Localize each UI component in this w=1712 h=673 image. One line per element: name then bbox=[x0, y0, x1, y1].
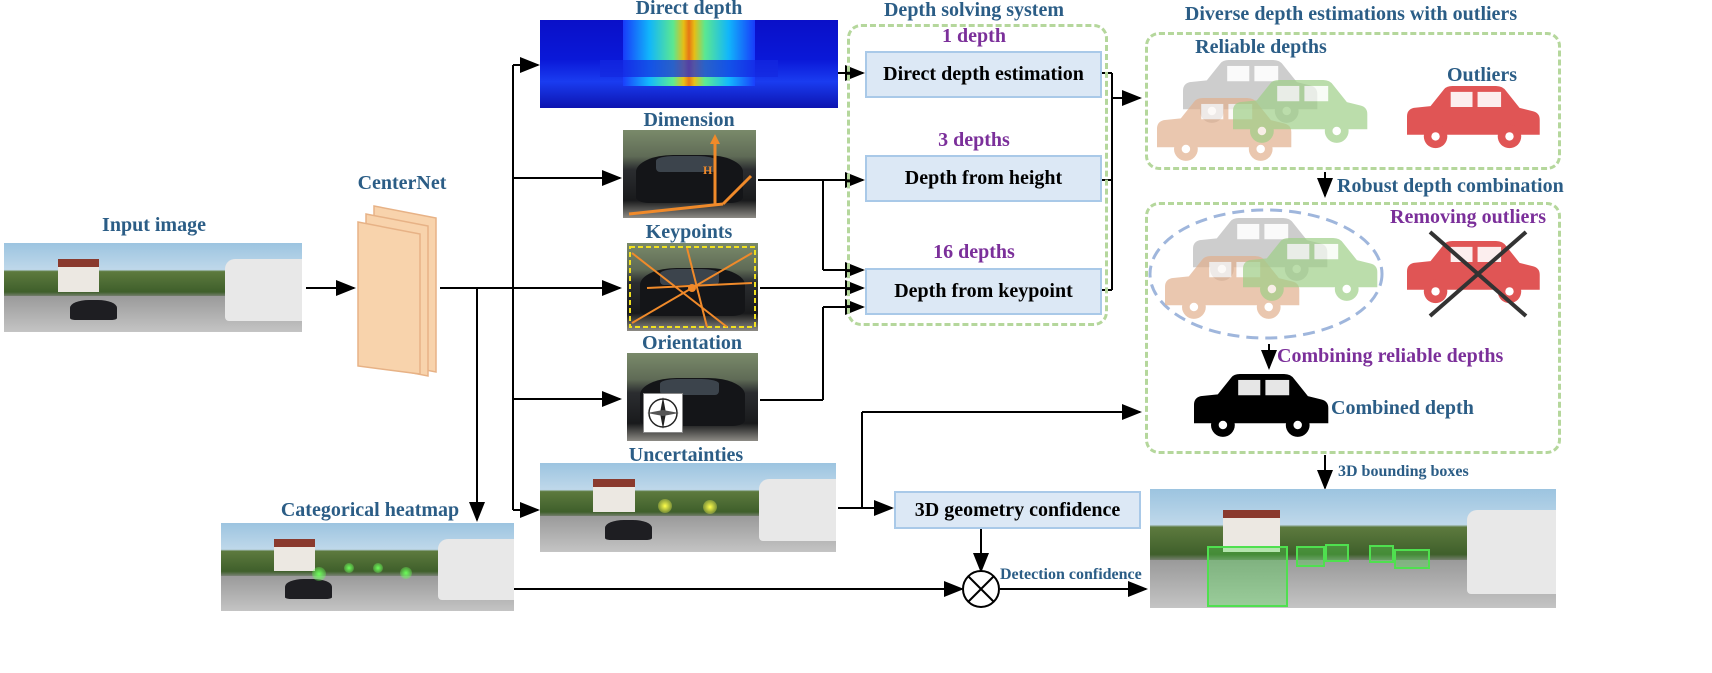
depth-solving-container bbox=[847, 24, 1108, 326]
direct-depth-estimation-label: Direct depth estimation bbox=[883, 63, 1084, 85]
depth-from-keypoint-box: Depth from keypoint bbox=[865, 268, 1102, 315]
robust-depth-combination-label: Robust depth combination bbox=[1337, 175, 1564, 197]
one-depth-label: 1 depth bbox=[942, 25, 1006, 47]
input-image-label: Input image bbox=[102, 214, 206, 236]
bbox-3d-small bbox=[1369, 544, 1394, 564]
orientation-image bbox=[627, 353, 758, 441]
centernet-label: CenterNet bbox=[357, 172, 447, 194]
sixteen-depths-label: 16 depths bbox=[933, 241, 1015, 263]
dimension-h-label: H bbox=[703, 163, 713, 177]
combining-reliable-depths-label: Combining reliable depths bbox=[1277, 345, 1504, 367]
depth-solving-system-label: Depth solving system bbox=[883, 0, 1065, 21]
bbox-3d-small bbox=[1296, 546, 1325, 567]
keypoints-image bbox=[627, 243, 758, 331]
combined-depth-label: Combined depth bbox=[1331, 397, 1474, 419]
reliable-ellipse bbox=[1148, 208, 1384, 340]
dimension-label: Dimension bbox=[643, 109, 735, 131]
diverse-depth-label: Diverse depth estimations with outliers bbox=[1184, 3, 1518, 25]
input-image bbox=[4, 243, 302, 332]
bbox-3d-large bbox=[1206, 546, 1288, 608]
compass-icon bbox=[643, 393, 683, 433]
removing-outliers-label: Removing outliers bbox=[1390, 206, 1547, 228]
bbox-3d-small bbox=[1393, 548, 1431, 570]
direct-depth-estimation-box: Direct depth estimation bbox=[865, 51, 1102, 98]
detection-confidence-label: Detection confidence bbox=[1000, 566, 1142, 583]
car-icon bbox=[1407, 86, 1540, 149]
robust-combination-container bbox=[1145, 202, 1561, 454]
bbox-3d-small bbox=[1324, 543, 1349, 562]
keypoints-label: Keypoints bbox=[645, 221, 733, 243]
multiply-circle-icon bbox=[962, 570, 1000, 608]
depth-from-keypoint-label: Depth from keypoint bbox=[894, 280, 1073, 302]
reliable-depths-label: Reliable depths bbox=[1195, 36, 1327, 58]
direct-depth-label: Direct depth bbox=[635, 0, 743, 19]
bounding-boxes-output-image bbox=[1150, 489, 1556, 608]
uncertainties-label: Uncertainties bbox=[628, 444, 744, 466]
orientation-label: Orientation bbox=[642, 332, 742, 354]
centernet-block bbox=[357, 205, 437, 377]
depth-from-height-label: Depth from height bbox=[904, 167, 1063, 189]
geometry-confidence-box: 3D geometry confidence bbox=[894, 491, 1141, 529]
outliers-label: Outliers bbox=[1447, 64, 1517, 86]
diverse-depth-container bbox=[1145, 32, 1561, 170]
direct-depth-map bbox=[540, 20, 838, 108]
bounding-boxes-3d-label: 3D bounding boxes bbox=[1338, 463, 1469, 480]
depth-from-height-box: Depth from height bbox=[865, 155, 1102, 202]
three-depths-label: 3 depths bbox=[938, 129, 1010, 151]
uncertainties-image bbox=[540, 463, 836, 552]
cross-icon bbox=[1428, 230, 1528, 318]
geometry-confidence-label: 3D geometry confidence bbox=[914, 498, 1121, 521]
car-icon bbox=[1194, 374, 1329, 437]
categorical-heatmap-label: Categorical heatmap bbox=[280, 499, 460, 521]
categorical-heatmap-image bbox=[221, 523, 514, 611]
dimension-image: H bbox=[623, 130, 756, 218]
